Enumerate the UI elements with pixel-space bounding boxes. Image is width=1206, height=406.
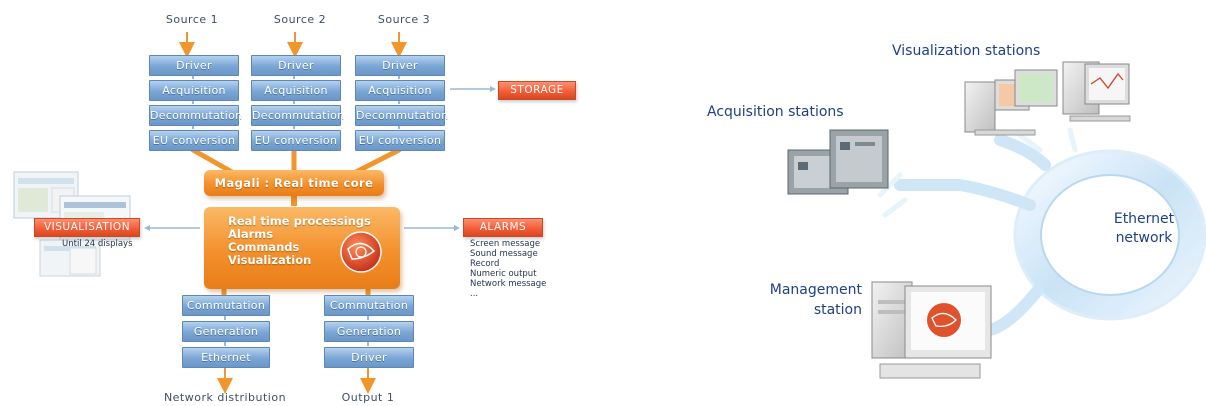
decommutation-block-1: Decommutation bbox=[149, 105, 242, 126]
alarms-list: Screen message Sound message Record Nume… bbox=[470, 239, 546, 299]
magali-logo-icon bbox=[340, 231, 382, 273]
eu-conversion-block-1: EU conversion bbox=[149, 130, 239, 151]
alarm-item: Screen message bbox=[470, 239, 541, 249]
storage-tag: STORAGE bbox=[498, 81, 576, 100]
ethernet-block: Ethernet bbox=[182, 347, 270, 368]
alarms-tag: ALARMS bbox=[463, 218, 543, 237]
driver-block-2: Driver bbox=[251, 55, 341, 76]
generation-block-left: Generation bbox=[182, 321, 270, 342]
management-station-label-line2: station bbox=[813, 302, 862, 318]
source-2-label: Source 2 bbox=[273, 13, 327, 26]
real-time-core-label: Magali : Real time core bbox=[214, 176, 374, 190]
management-station-image bbox=[871, 281, 992, 379]
decommutation-block-3: Decommutation bbox=[355, 105, 448, 126]
ethernet-ring bbox=[1013, 149, 1206, 321]
alarm-item: ... bbox=[470, 289, 479, 299]
source-1-label: Source 1 bbox=[165, 13, 219, 26]
alarm-item: Record bbox=[470, 259, 500, 269]
real-time-core-box: Magali : Real time core bbox=[204, 170, 384, 196]
commutation-block-right: Commutation bbox=[324, 295, 414, 316]
alarm-item: Numeric output bbox=[470, 269, 537, 279]
acquisition-block-2: Acquisition bbox=[251, 80, 341, 101]
eu-conversion-block-2: EU conversion bbox=[251, 130, 341, 151]
source-3-label: Source 3 bbox=[377, 13, 431, 26]
processing-title: Real time processings bbox=[228, 214, 371, 228]
eu-conversion-block-3: EU conversion bbox=[355, 130, 445, 151]
ethernet-network-label-line2: network bbox=[1115, 230, 1173, 246]
processing-alarms: Alarms bbox=[228, 227, 274, 241]
visualization-stations-label: Visualization stations bbox=[892, 43, 1041, 59]
acquisition-stations-image bbox=[787, 129, 889, 195]
output-1-label: Output 1 bbox=[341, 391, 395, 404]
alarm-item: Network message bbox=[470, 279, 547, 289]
management-station-label-line1: Management bbox=[769, 282, 862, 298]
driver-block-3: Driver bbox=[355, 55, 445, 76]
processing-commands: Commands bbox=[228, 240, 300, 254]
acquisition-block-3: Acquisition bbox=[355, 80, 445, 101]
visualization-stations-image bbox=[964, 61, 1131, 136]
ethernet-network-label-line1: Ethernet bbox=[1113, 211, 1175, 227]
processing-visualization: Visualization bbox=[228, 253, 312, 267]
visualisation-note: Until 24 displays bbox=[62, 239, 133, 249]
network-distribution-label: Network distribution bbox=[163, 391, 287, 404]
acquisition-block-1: Acquisition bbox=[149, 80, 239, 101]
processing-box: Real time processings Alarms Commands Vi… bbox=[204, 207, 400, 289]
driver-block-output: Driver bbox=[324, 347, 414, 368]
management-station-label: Management station bbox=[760, 280, 862, 320]
decommutation-block-2: Decommutation bbox=[251, 105, 344, 126]
acquisition-stations-label: Acquisition stations bbox=[707, 104, 844, 120]
ethernet-network-label: Ethernet network bbox=[1108, 210, 1180, 248]
generation-block-right: Generation bbox=[324, 321, 414, 342]
driver-block-1: Driver bbox=[149, 55, 239, 76]
commutation-block-left: Commutation bbox=[182, 295, 270, 316]
alarm-item: Sound message bbox=[470, 249, 538, 259]
visualisation-tag: VISUALISATION bbox=[34, 218, 140, 237]
